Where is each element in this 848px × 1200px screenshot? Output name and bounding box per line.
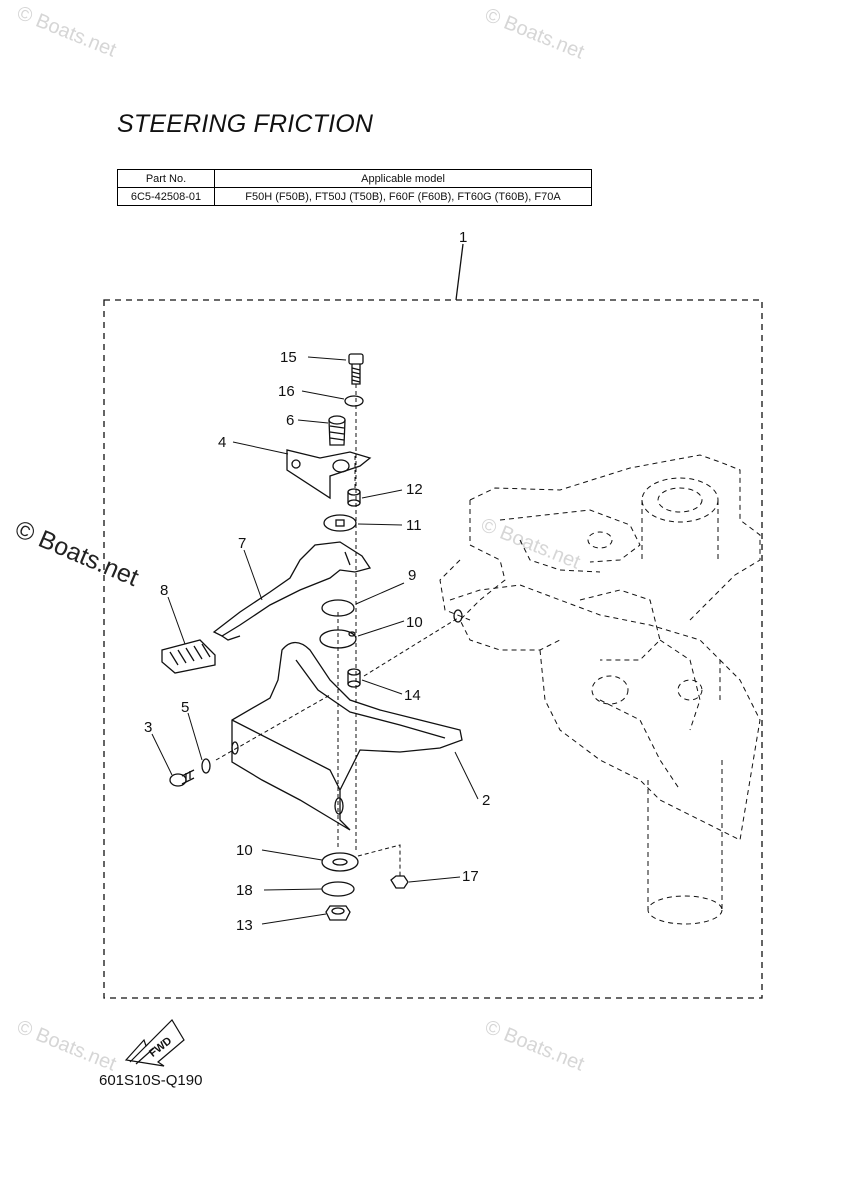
callout-14: 14 [404, 687, 421, 704]
part-2-bracket [231, 641, 463, 831]
callout-10-upper: 10 [406, 614, 423, 631]
callout-16: 16 [278, 383, 295, 400]
part-17-nut [390, 875, 409, 889]
part-4-plate [286, 449, 372, 500]
callout-3: 3 [144, 719, 152, 736]
callout-15: 15 [280, 349, 297, 366]
part-10-upper-washer [319, 629, 357, 649]
part-7-lever [212, 541, 372, 641]
callout-10-lower: 10 [236, 842, 253, 859]
callout-2: 2 [482, 792, 490, 809]
page-title: STEERING FRICTION [117, 110, 374, 138]
callout-5: 5 [181, 699, 189, 716]
callout-4: 4 [218, 434, 226, 451]
diagram-code: 601S10S-Q190 [99, 1072, 203, 1089]
part-16-washer [344, 395, 364, 407]
callout-18: 18 [236, 882, 253, 899]
fwd-arrow-icon [124, 1019, 185, 1067]
bracket-background-drawing [439, 454, 761, 925]
part-11-washer [323, 514, 357, 532]
part-6-pin [328, 415, 346, 446]
part-5-washer [201, 758, 211, 774]
part-3-bolt [169, 769, 195, 787]
callout-8: 8 [160, 582, 168, 599]
part-15-bolt [348, 353, 364, 385]
callout-13: 13 [236, 917, 253, 934]
callout-17: 17 [462, 868, 479, 885]
part-18-washer [321, 881, 355, 897]
callout-11: 11 [406, 517, 422, 534]
table-row: 6C5-42508-01 F50H (F50B), FT50J (T50B), … [117, 187, 592, 206]
part-12-collar [347, 488, 361, 507]
part-13-nut [325, 905, 351, 921]
fwd-label: FWD [147, 1035, 174, 1060]
assembly-boundary [103, 299, 763, 999]
callout-7: 7 [238, 535, 246, 552]
applicable-model-cell: F50H (F50B), FT50J (T50B), F60F (F60B), … [214, 187, 592, 206]
callout-6: 6 [286, 412, 294, 429]
part-14-collar [347, 668, 361, 688]
callout-1: 1 [459, 229, 467, 246]
callout-9: 9 [408, 567, 416, 584]
part-8-grip [161, 639, 216, 674]
applicability-table: Part No. Applicable model 6C5-42508-01 F… [117, 169, 592, 206]
part-10-lower-washer [321, 852, 359, 872]
part-number-cell: 6C5-42508-01 [117, 187, 215, 206]
callout-12: 12 [406, 481, 423, 498]
